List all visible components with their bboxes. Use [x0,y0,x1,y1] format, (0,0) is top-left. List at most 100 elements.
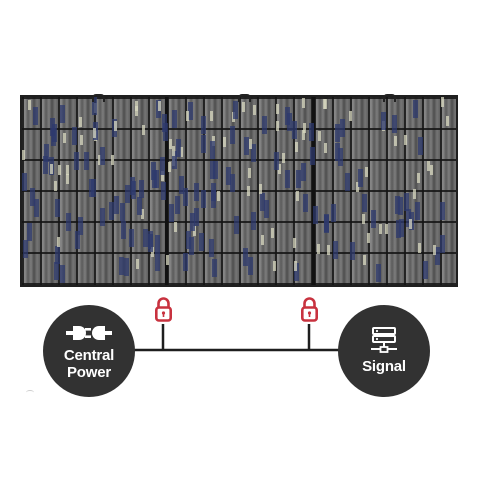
led-module [151,162,156,180]
led-module [406,209,411,227]
led-module [114,121,117,131]
led-module [44,144,49,162]
led-module [243,248,248,266]
led-module [121,221,126,239]
led-module [350,242,355,260]
led-module [143,229,148,247]
led-module [30,188,35,206]
led-module [139,180,144,198]
led-module [186,231,191,249]
led-module [124,258,129,276]
led-module [398,197,403,215]
led-video-wall [20,95,458,287]
led-module [89,179,94,197]
label-line-1: Central [63,346,115,364]
led-module [163,123,168,141]
led-module [66,165,69,175]
led-module [335,124,340,142]
led-module [340,119,345,137]
led-module [302,130,305,140]
led-module [262,116,267,134]
led-module [392,115,397,133]
led-module [194,183,199,201]
led-module [418,243,421,253]
led-module [180,147,183,157]
led-module [22,150,25,160]
cabinet-divider [165,97,168,285]
led-module [417,173,420,183]
led-module [119,257,124,275]
led-module [168,162,171,172]
led-module [324,214,329,232]
led-module [80,135,83,145]
led-module [323,99,326,109]
led-module [33,107,38,125]
led-module [28,100,31,110]
led-module [137,197,142,215]
led-module [54,262,59,280]
led-module [278,164,281,174]
led-module [376,264,381,282]
led-module [223,137,226,147]
led-module [253,105,256,115]
led-module [379,224,382,234]
led-module [381,112,386,130]
led-module [190,213,195,231]
led-module [282,153,285,163]
led-module [27,223,32,241]
led-module [54,181,57,191]
led-module [92,97,97,115]
server-icon [371,327,397,353]
led-module [166,255,169,265]
led-module [285,107,290,125]
led-module [23,240,28,258]
led-module [430,165,433,175]
led-module [201,135,206,153]
led-module [327,245,330,255]
led-module [446,116,449,126]
led-module [151,247,154,257]
led-module [186,111,189,121]
led-module [194,208,199,226]
led-module [427,161,430,171]
hanging-hook [92,94,105,102]
led-module [154,170,159,188]
led-module [217,191,220,201]
padlock-icon [301,297,318,322]
led-module [292,121,297,139]
led-module [303,123,306,133]
led-module [367,233,370,243]
led-module [234,216,239,234]
led-module [114,196,119,214]
led-module [264,200,269,218]
led-module [210,161,215,179]
led-module [210,141,215,159]
led-module [276,104,279,114]
led-module [362,214,365,224]
led-module [111,155,114,165]
led-module [363,255,366,265]
led-module [169,139,172,149]
led-module [251,212,256,230]
led-module [183,253,188,271]
led-module [66,213,71,231]
led-module [294,261,297,271]
led-module [259,184,262,194]
led-module [63,133,66,143]
led-module [55,199,60,217]
led-module [294,263,299,281]
led-module [34,199,39,217]
led-module [293,238,296,248]
led-module [296,170,301,188]
led-module [60,105,65,123]
led-module [333,241,338,259]
led-module [285,170,290,188]
led-module [335,143,340,161]
led-module [211,190,216,208]
led-module [302,98,305,108]
led-module [169,204,174,222]
led-module [183,188,188,206]
led-module [260,193,265,211]
central-power-label: Central Power [64,347,114,381]
led-module [313,206,318,224]
